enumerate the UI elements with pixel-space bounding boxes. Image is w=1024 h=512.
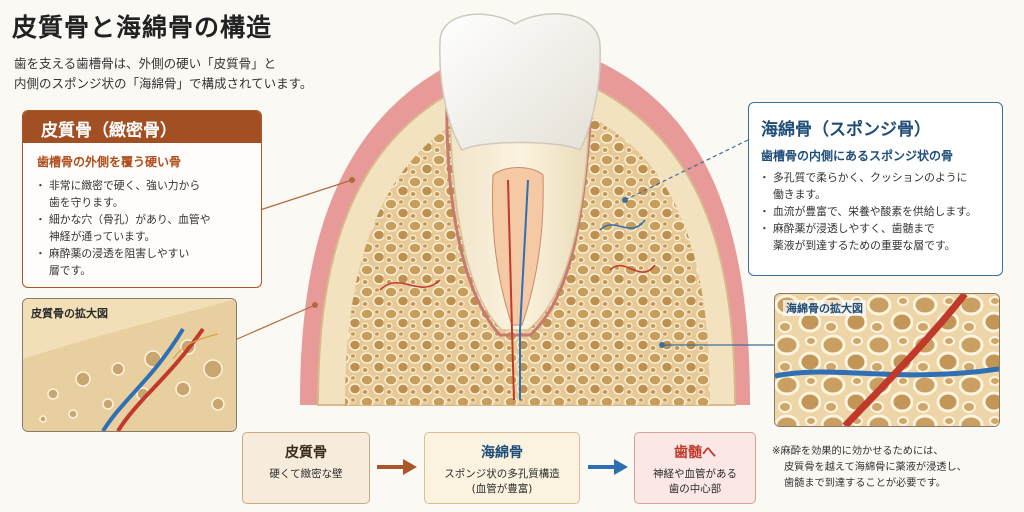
- spongy-magnified-image: [775, 294, 999, 426]
- spongy-magnified-panel: 海綿骨の拡大図: [774, 293, 1000, 427]
- cortical-bone-info-box: 皮質骨（緻密骨） 歯槽骨の外側を覆う硬い骨 非常に緻密で硬く、強い力から 歯を守…: [22, 110, 262, 288]
- flow-step-desc: 硬くて緻密な壁: [269, 468, 343, 480]
- arrow-right-icon: [377, 459, 417, 475]
- cortical-heading: 皮質骨（緻密骨）: [23, 111, 261, 143]
- flow-step-title: 皮質骨: [285, 445, 327, 461]
- intro-line-1: 歯を支える歯槽骨は、外側の硬い「皮質骨」と: [14, 56, 277, 71]
- cortical-point: 非常に緻密で硬く、強い力から: [35, 177, 211, 194]
- cortical-point: 麻酔薬の浸透を阻害しやすい: [35, 245, 211, 262]
- flow-step-desc: 神経や血管がある: [653, 468, 737, 480]
- flow-step-desc: (血管が豊富): [471, 483, 533, 495]
- cortical-subheading: 歯槽骨の外側を覆う硬い骨: [37, 155, 182, 169]
- spongy-point: 多孔質で柔らかく、クッションのように: [759, 169, 977, 186]
- spongy-point: 働きます。: [773, 188, 826, 201]
- cortical-point: 層です。: [49, 264, 92, 277]
- flow-step-desc: 歯の中心部: [668, 483, 722, 495]
- cortical-points: 非常に緻密で硬く、強い力から 歯を守ります。 細かな穴（骨孔）があり、血管や 神…: [35, 177, 211, 279]
- footnote-line: 歯髄まで到達することが必要です。: [784, 478, 946, 489]
- flow-step-pulp: 歯髄へ 神経や血管がある 歯の中心部: [634, 432, 756, 504]
- page-title: 皮質骨と海綿骨の構造: [12, 13, 273, 42]
- flow-step-title: 海綿骨: [481, 445, 523, 461]
- spongy-subheading: 歯槽骨の内側にあるスポンジ状の骨: [761, 149, 954, 163]
- flow-step-title: 歯髄へ: [674, 445, 716, 461]
- spongy-magnified-label: 海綿骨の拡大図: [783, 300, 866, 316]
- cortical-point: 細かな穴（骨孔）があり、血管や: [35, 211, 211, 228]
- arrow-right-icon: [588, 459, 628, 475]
- footnote: ※麻酔を効果的に効かせるためには、 皮質骨を越えて海綿骨に薬液が浸透し、 歯髄ま…: [772, 444, 967, 492]
- cortical-magnified-panel: 皮質骨の拡大図: [22, 298, 237, 432]
- flow-step-desc: スポンジ状の多孔質構造: [444, 468, 560, 480]
- spongy-point: 血流が豊富で、栄養や酸素を供給します。: [759, 203, 977, 220]
- spongy-bone-info-box: 海綿骨（スポンジ骨） 歯槽骨の内側にあるスポンジ状の骨 多孔質で柔らかく、クッシ…: [748, 102, 1003, 276]
- spongy-points: 多孔質で柔らかく、クッションのように 働きます。 血流が豊富で、栄養や酸素を供給…: [759, 169, 977, 254]
- footnote-line: ※麻酔を効果的に効かせるためには、: [772, 446, 944, 457]
- cortical-point: 神経が通っています。: [49, 230, 156, 243]
- flow-step-spongy: 海綿骨 スポンジ状の多孔質構造 (血管が豊富): [424, 432, 580, 504]
- spongy-point: 麻酔薬が浸透しやすく、歯髄まで: [759, 220, 977, 237]
- cortical-magnified-label: 皮質骨の拡大図: [31, 307, 108, 320]
- spongy-heading: 海綿骨（スポンジ骨）: [761, 120, 931, 140]
- spongy-point: 薬液が到達するための重要な層です。: [773, 239, 956, 252]
- cortical-point: 歯を守ります。: [49, 196, 124, 209]
- cortical-magnified-image: [23, 299, 236, 431]
- intro-line-2: 内側のスポンジ状の「海綿骨」で構成されています。: [14, 76, 313, 91]
- flow-step-cortical: 皮質骨 硬くて緻密な壁: [242, 432, 370, 504]
- footnote-line: 皮質骨を越えて海綿骨に薬液が浸透し、: [784, 462, 967, 473]
